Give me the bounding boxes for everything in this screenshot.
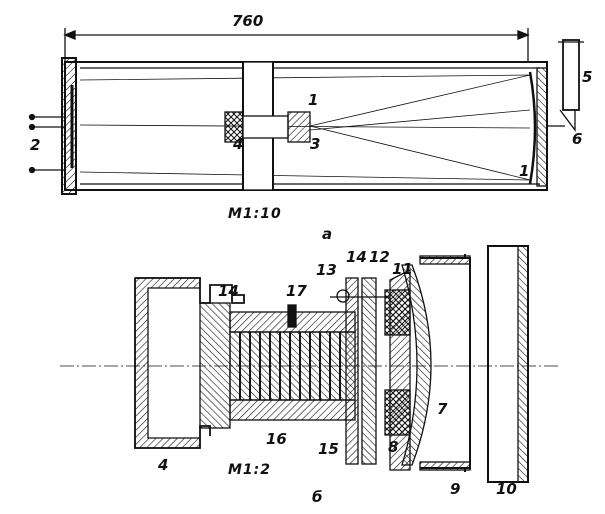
label-5: 5 bbox=[582, 68, 593, 86]
label-14-top: 14 bbox=[346, 248, 367, 266]
label-10: 10 bbox=[496, 480, 517, 498]
scale-b: М1:2 bbox=[228, 462, 272, 478]
label-15: 15 bbox=[318, 440, 339, 458]
plate-14 bbox=[345, 277, 359, 465]
scale-a: М1:10 bbox=[228, 206, 282, 222]
cup bbox=[134, 277, 201, 449]
mirror bbox=[401, 264, 432, 466]
label-17: 17 bbox=[286, 282, 307, 300]
caption-b: б bbox=[312, 488, 323, 506]
telescope-tube-view bbox=[28, 28, 584, 195]
label-8: 8 bbox=[388, 438, 399, 456]
plate-12 bbox=[361, 277, 377, 465]
label-11: 11 bbox=[392, 260, 413, 278]
primary-mirror bbox=[528, 71, 537, 185]
label-7: 7 bbox=[437, 400, 448, 418]
label-14: 14 bbox=[218, 282, 239, 300]
label-9: 9 bbox=[450, 480, 461, 498]
label-3: 3 bbox=[310, 135, 321, 153]
label-1-tube: 1 bbox=[308, 91, 319, 109]
label-2: 2 bbox=[30, 136, 41, 154]
focus-tube bbox=[229, 331, 356, 401]
focuser-section-view bbox=[60, 245, 560, 483]
label-12: 12 bbox=[369, 248, 390, 266]
label-4-b: 4 bbox=[158, 456, 169, 474]
caption-a: а bbox=[322, 225, 333, 243]
label-1-mirror: 1 bbox=[519, 162, 530, 180]
end-cap bbox=[61, 57, 77, 195]
label-4-a: 4 bbox=[233, 135, 244, 153]
pin bbox=[287, 304, 297, 328]
finder bbox=[562, 39, 580, 111]
label-16: 16 bbox=[266, 430, 287, 448]
label-13: 13 bbox=[316, 261, 337, 279]
dimension-label: 760 bbox=[232, 12, 264, 30]
label-6: 6 bbox=[572, 130, 583, 148]
